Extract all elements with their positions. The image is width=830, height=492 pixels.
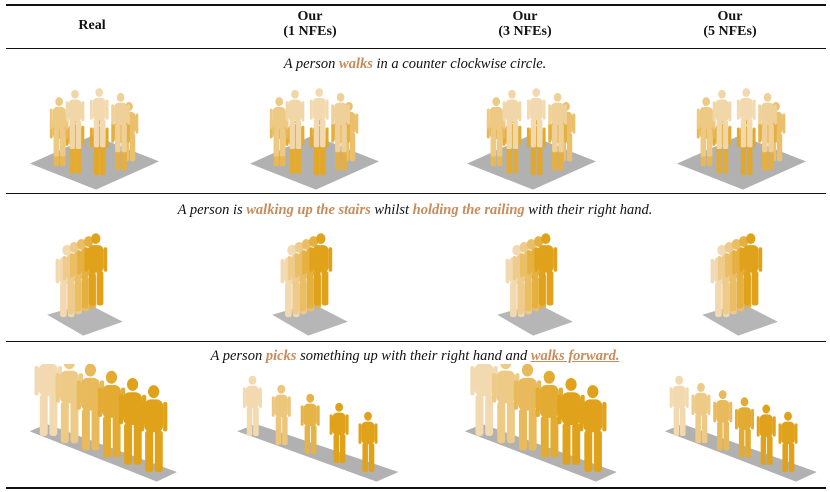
render-row2-nfe1: [265, 222, 355, 338]
person-figure: [309, 233, 333, 306]
highlight-phrase: walks forward.: [530, 348, 620, 364]
person-figure: [758, 92, 777, 153]
row-caption-2: A person is walking up the stairs whilst…: [0, 201, 830, 219]
render-row1-nfe1: [238, 74, 388, 192]
person-figure: [534, 233, 558, 306]
row-caption-3: A person picks something up with their r…: [0, 347, 830, 365]
highlight-phrase: picks: [265, 348, 297, 364]
person-figure: [579, 385, 607, 472]
highlight-phrase: walking up the stairs: [246, 202, 371, 218]
caption-text: A person: [283, 56, 340, 72]
header-our-3nfe: Our(3 NFEs): [498, 9, 552, 39]
person-figure: [331, 92, 350, 153]
render-row2-nfe5: [695, 222, 785, 338]
person-figure: [84, 233, 108, 306]
person-figure: [486, 97, 506, 157]
person-figure: [712, 89, 732, 150]
person-figure: [713, 390, 733, 451]
person-figure: [65, 89, 85, 150]
header-real: Real: [78, 18, 106, 33]
person-figure: [329, 402, 349, 463]
render-row2-nfe3: [490, 222, 580, 338]
caption-text: in a counter clockwise circle.: [372, 56, 547, 72]
person-figure: [55, 364, 84, 444]
person-figure: [526, 88, 546, 148]
person-figure: [34, 364, 62, 436]
render-row3-nfe3: [460, 364, 620, 484]
caption-text: A person: [210, 348, 266, 364]
person-figure: [309, 88, 329, 148]
person-figure: [358, 411, 378, 472]
person-figure: [492, 364, 520, 444]
person-figure: [669, 375, 689, 436]
person-figure: [548, 92, 567, 153]
bottom-rule: [6, 487, 826, 489]
render-row1-real: [18, 74, 168, 192]
render-row2-real: [40, 222, 130, 338]
person-figure: [736, 88, 756, 148]
person-figure: [271, 384, 291, 445]
person-figure: [118, 377, 147, 465]
person-figure: [285, 89, 305, 150]
person-figure: [734, 397, 754, 458]
person-figure: [535, 370, 563, 458]
caption-text: with their right hand.: [524, 202, 653, 218]
person-figure: [691, 382, 711, 444]
row-caption-1: A person walks in a counter clockwise ci…: [0, 55, 830, 73]
render-row3-nfe1: [232, 364, 402, 484]
person-figure: [111, 92, 130, 153]
render-row3-nfe5: [660, 364, 820, 484]
header-rule: [6, 48, 826, 49]
render-row3-real: [25, 364, 180, 484]
highlight-phrase: walks: [339, 56, 373, 72]
person-figure: [778, 411, 798, 472]
person-figure: [242, 375, 262, 436]
caption-text: whilst: [370, 202, 413, 218]
render-row1-nfe5: [665, 74, 815, 192]
header-our-1nfe: Our(1 NFEs): [283, 9, 337, 39]
top-rule: [6, 4, 826, 6]
person-figure: [89, 88, 109, 148]
caption-text: A person is: [177, 202, 247, 218]
person-figure: [756, 404, 776, 465]
person-figure: [696, 97, 716, 157]
person-figure: [739, 233, 763, 306]
header-our-5nfe: Our(5 NFEs): [703, 9, 757, 39]
person-figure: [502, 89, 522, 150]
person-figure: [300, 393, 320, 454]
row-rule-2: [6, 341, 826, 342]
caption-text: something up with their right hand and: [296, 348, 531, 364]
render-row1-nfe3: [455, 74, 605, 192]
person-figure: [139, 385, 168, 472]
row-rule-1: [6, 193, 826, 194]
highlight-phrase: holding the railing: [412, 202, 525, 218]
